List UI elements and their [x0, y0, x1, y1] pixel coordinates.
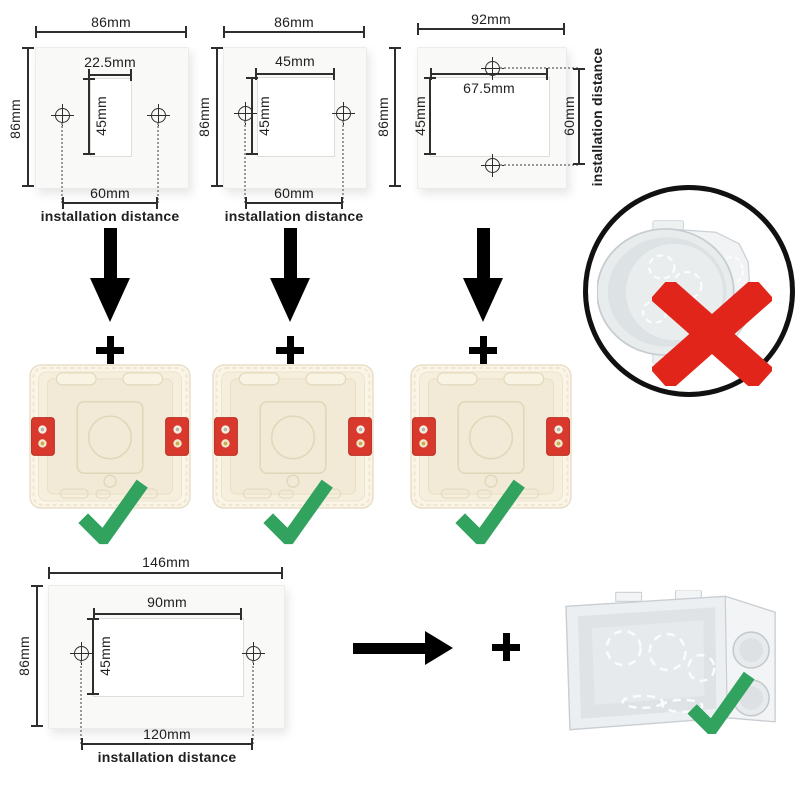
plate3-distance-dim-line [573, 68, 585, 165]
check-icon [76, 477, 148, 545]
plate1-height-dim-line [22, 47, 34, 187]
plate3-cutout-width-label: 67.5mm [463, 80, 515, 96]
plate3-height-dim-line [389, 47, 401, 187]
plate4-height-label: 86mm [16, 636, 32, 676]
plate3-width-dim-line [417, 23, 565, 35]
screw-mark-icon [481, 57, 504, 80]
plate2-distance-caption: installation distance [224, 208, 364, 224]
plate3-width-label: 92mm [471, 11, 511, 27]
plus-icon [90, 330, 130, 370]
plate1-cutout-height-label: 45mm [93, 96, 109, 136]
plate4-cutout-height-label: 45mm [97, 636, 113, 676]
plate2-cutout [257, 77, 335, 157]
plate3-distance-caption: installation distance [589, 47, 605, 187]
plate1-cutout-width-dim-line [88, 69, 132, 81]
plate4-width-dim-line [48, 567, 283, 579]
plate4-cutout-height-dim-line [87, 618, 99, 695]
cross-icon [652, 282, 772, 386]
plate3-cutout-height-label: 45mm [412, 96, 428, 136]
plate1-cutout-height-dim-line [83, 78, 95, 155]
leader-line [252, 661, 254, 744]
plate2-height-label: 86mm [196, 97, 212, 137]
screw-mark-icon [234, 102, 257, 125]
check-icon [685, 670, 755, 734]
plate4-width-label: 146mm [142, 554, 190, 570]
plate4-distance-caption: installation distance [97, 749, 237, 765]
plate4-height-dim-line [31, 585, 43, 727]
plate4-cutout [93, 618, 244, 697]
plate4-distance-label: 120mm [143, 726, 191, 742]
plate1-distance-label: 60mm [90, 185, 130, 201]
leader-line [157, 123, 159, 203]
plate1-cutout-width-label: 22.5mm [84, 54, 136, 70]
plate4-cutout-width-dim-line [93, 608, 242, 620]
leader-line [342, 121, 344, 203]
plate1-cutout [90, 78, 132, 157]
down-arrow-icon [463, 228, 503, 322]
prohibited-circle [583, 185, 795, 397]
plate3-distance-label: 60mm [561, 96, 577, 136]
plate3-cutout-height-dim-line [424, 77, 436, 155]
plate1-height-label: 86mm [7, 99, 23, 139]
down-arrow-icon [90, 228, 130, 322]
down-arrow-icon [270, 228, 310, 322]
plate4-distance-dim-line [81, 738, 253, 750]
plate1-width-dim-line [35, 26, 187, 38]
leader-line [500, 164, 578, 166]
plate3-cutout [430, 77, 550, 157]
plate4-cutout-width-label: 90mm [147, 594, 187, 610]
plate1-distance-dim-line [62, 197, 158, 209]
plus-icon [486, 627, 526, 667]
check-icon [261, 477, 333, 545]
leader-line [80, 661, 82, 744]
plate2-cutout-width-label: 45mm [275, 53, 315, 69]
screw-mark-icon [51, 104, 74, 127]
plate1-width-label: 86mm [91, 14, 131, 30]
plate1-distance-caption: installation distance [40, 208, 180, 224]
leader-line [61, 123, 63, 203]
leader-line [500, 67, 578, 69]
right-arrow-icon [353, 631, 453, 665]
screw-mark-icon [242, 642, 265, 665]
plus-icon [270, 330, 310, 370]
plate2-width-label: 86mm [274, 14, 314, 30]
check-icon [453, 477, 525, 545]
screw-mark-icon [147, 104, 170, 127]
plate2-height-dim-line [211, 47, 223, 187]
screw-mark-icon [481, 154, 504, 177]
plate2-distance-dim-line [245, 197, 343, 209]
leader-line [244, 121, 246, 203]
plate3-height-label: 86mm [375, 97, 391, 137]
plate2-cutout-height-label: 45mm [256, 96, 272, 136]
screw-mark-icon [70, 642, 93, 665]
screw-mark-icon [332, 102, 355, 125]
plate2-cutout-width-dim-line [255, 68, 335, 80]
plus-icon [463, 330, 503, 370]
plate2-distance-label: 60mm [274, 185, 314, 201]
plate2-width-dim-line [223, 26, 365, 38]
